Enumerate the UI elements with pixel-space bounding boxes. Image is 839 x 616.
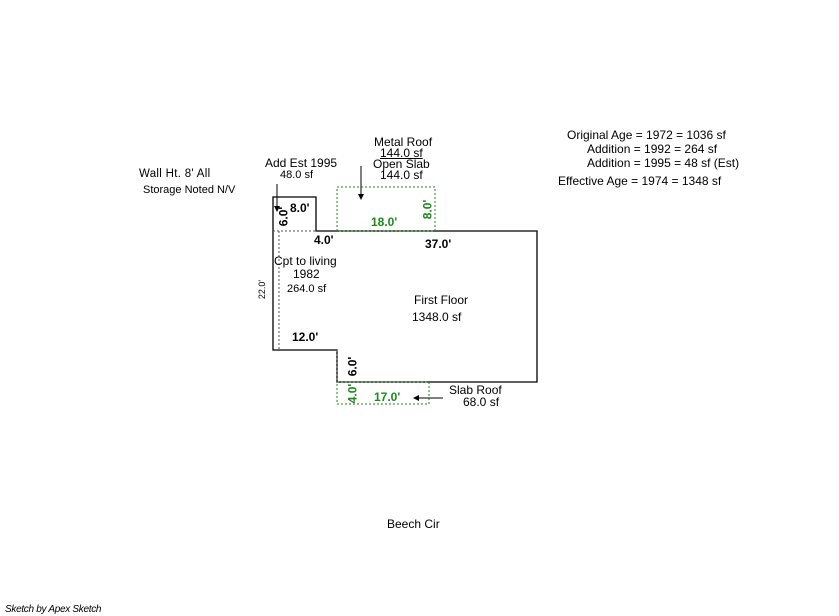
cpt-title: Cpt to living	[274, 254, 337, 268]
dim-22: 22.0'	[257, 279, 268, 300]
open-slab-area: 144.0 sf	[380, 168, 423, 182]
add-est-area: 48.0 sf	[280, 169, 314, 181]
metal-roof-area	[336, 186, 436, 232]
slab-roof-area	[336, 381, 430, 405]
metal-roof-area-label: 144.0 sf	[380, 146, 423, 160]
slab-roof-title: Slab Roof	[449, 383, 502, 397]
slab-roof-arrowhead	[413, 395, 419, 401]
dim-8-green: 8.0'	[420, 199, 435, 220]
open-slab-title: Open Slab	[373, 157, 430, 171]
wall-height-note: Wall Ht. 8' All	[139, 168, 211, 180]
add-est-arrowhead	[274, 206, 280, 212]
first-floor-title: First Floor	[414, 293, 468, 307]
age-addition-1995: Addition = 1995 = 48 sf (Est)	[587, 156, 740, 170]
cpt-year: 1982	[293, 267, 320, 281]
first-floor-area: 1348.0 sf	[412, 310, 462, 324]
add-est-title: Add Est 1995	[265, 156, 338, 170]
dim-6-bottom: 6.0'	[345, 356, 360, 377]
dim-17: 17.0'	[374, 390, 401, 404]
dim-8-top: 8.0'	[290, 201, 310, 215]
metal-roof-arrowhead	[358, 194, 364, 200]
age-addition-1992: Addition = 1992 = 264 sf	[587, 142, 718, 156]
age-effective: Effective Age = 1974 = 1348 sf	[558, 174, 722, 188]
dim-4-step: 4.0'	[314, 233, 334, 247]
structure-outline	[272, 196, 538, 383]
metal-roof-title: Metal Roof	[374, 135, 433, 149]
dim-12: 12.0'	[292, 330, 319, 344]
age-original: Original Age = 1972 = 1036 sf	[567, 128, 726, 142]
storage-note: Storage Noted N/V	[143, 184, 236, 196]
dim-6-left: 6.0'	[276, 206, 291, 227]
cpt-area: 264.0 sf	[287, 283, 327, 295]
sketch-credit: Sketch by Apex Sketch	[5, 604, 102, 615]
slab-roof-area-label: 68.0 sf	[463, 395, 500, 409]
dim-37: 37.0'	[425, 237, 452, 251]
dim-4-green: 4.0'	[345, 383, 360, 404]
street-name: Beech Cir	[387, 517, 440, 531]
dim-18: 18.0'	[371, 215, 398, 229]
